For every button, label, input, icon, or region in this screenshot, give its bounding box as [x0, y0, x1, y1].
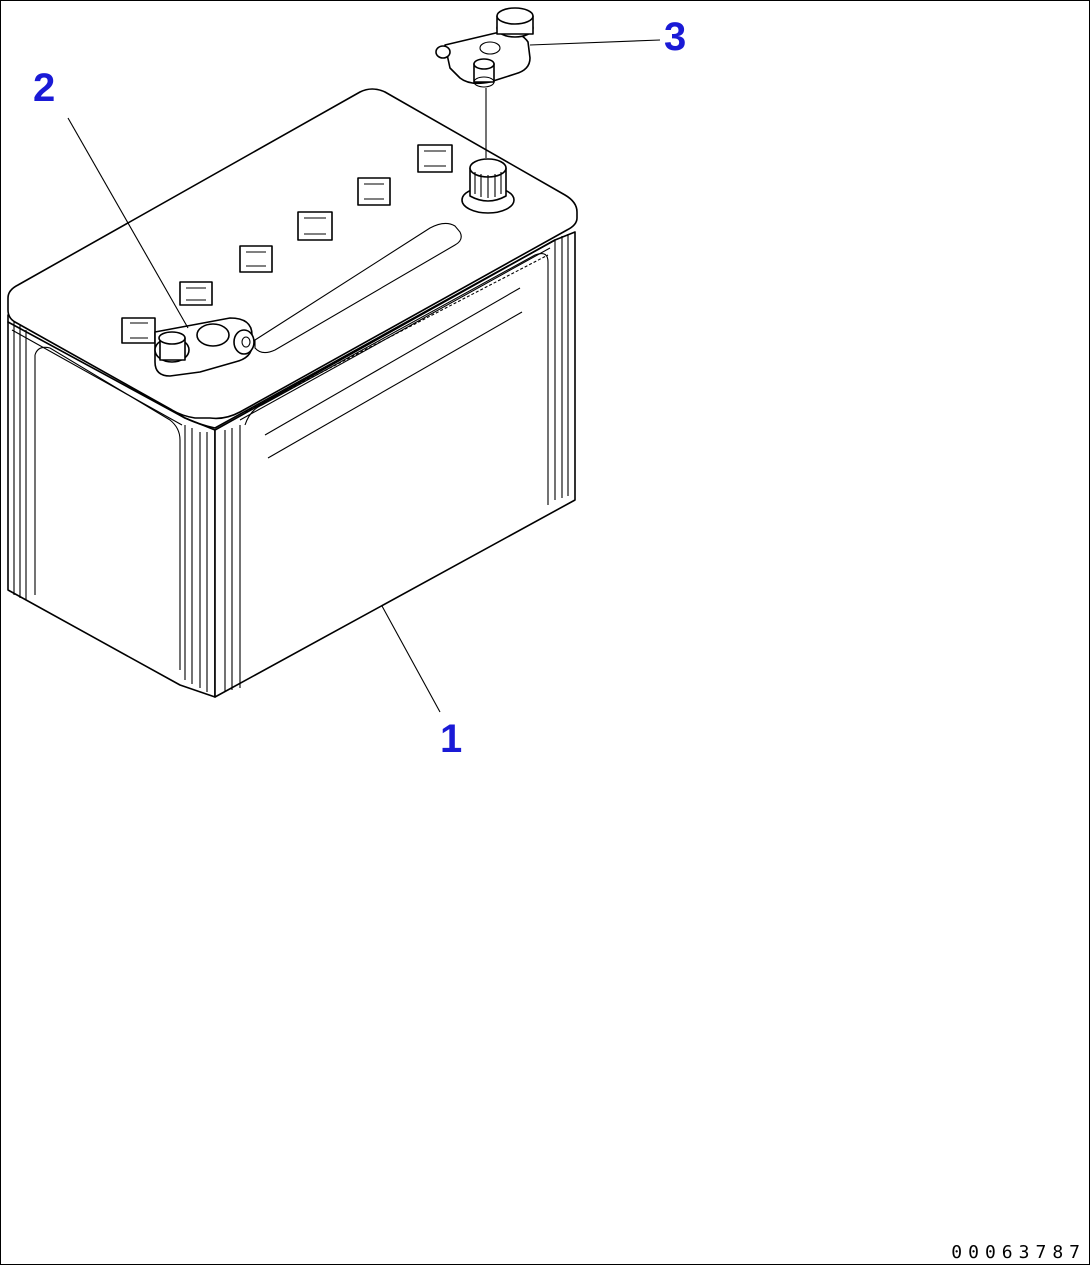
terminal-clamp-3	[435, 7, 534, 158]
document-number: 00063787	[951, 1242, 1086, 1263]
callout-3: 3	[664, 15, 686, 59]
leader-lines	[67, 39, 661, 713]
vent-caps	[121, 144, 453, 344]
callout-2: 2	[33, 66, 55, 110]
callout-1: 1	[440, 717, 462, 761]
leader-line-3	[529, 39, 661, 46]
battery-terminal-post	[461, 158, 515, 214]
leader-line-1	[381, 605, 441, 713]
leader-line-2	[67, 117, 189, 329]
battery	[7, 88, 578, 698]
terminal-clamp-2	[154, 317, 255, 377]
